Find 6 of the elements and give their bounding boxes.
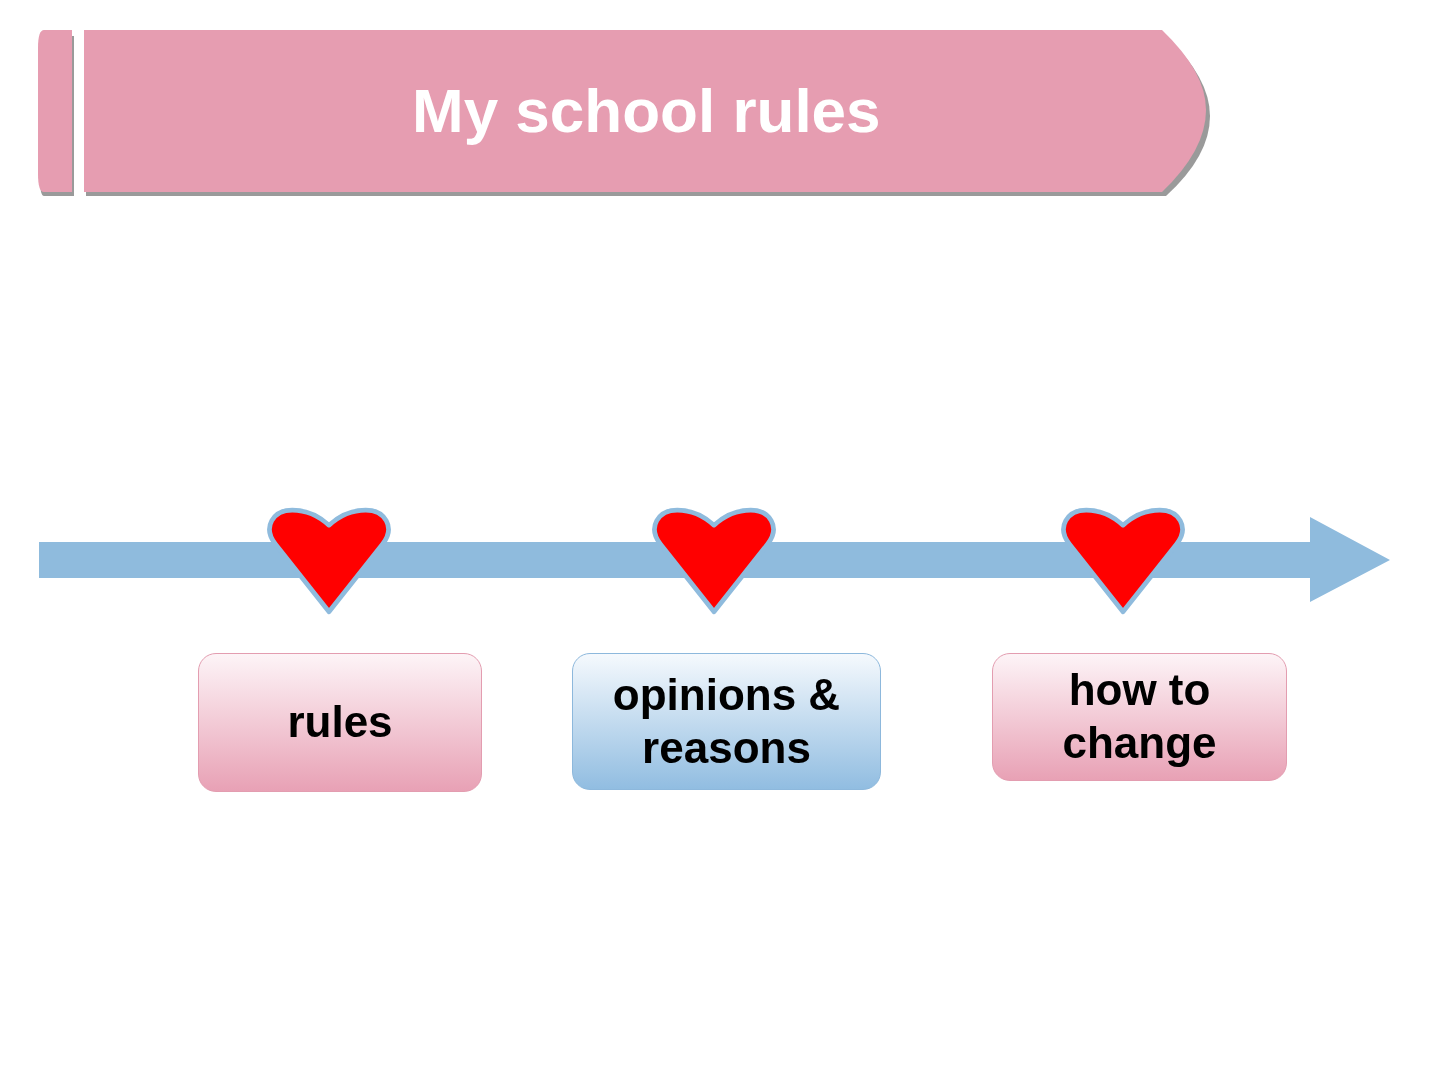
topic-label: rules — [287, 696, 393, 749]
topic-box — [992, 653, 1287, 781]
topic-label: how to change — [1061, 664, 1218, 769]
topic-box — [572, 653, 881, 790]
topic-label: opinions & reasons — [611, 668, 842, 774]
topic-box — [198, 653, 482, 792]
